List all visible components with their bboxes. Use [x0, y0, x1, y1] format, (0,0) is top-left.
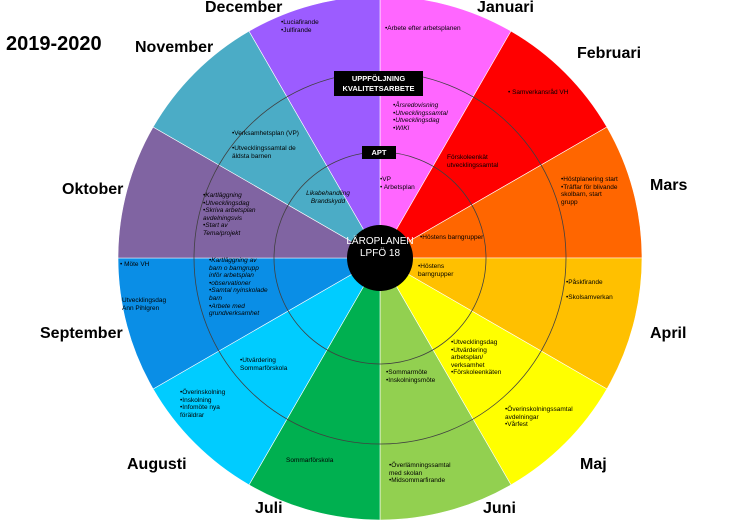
sector-sep — [117, 257, 382, 390]
month-label-okt: Oktober — [62, 181, 124, 198]
month-label-jan: Januari — [477, 0, 534, 16]
sector-jan — [379, 0, 512, 260]
month-label-nov: November — [135, 39, 214, 56]
center-label: LÄROPLANEN LPFÖ 18 — [340, 236, 420, 260]
note-jan-middle: •Årsredovisning •Utvecklingssamtal •Utve… — [393, 102, 448, 132]
sector-mar — [378, 126, 643, 259]
month-label-sep: September — [40, 325, 123, 342]
center-circle — [347, 225, 413, 291]
month-label-apr: April — [650, 325, 687, 342]
month-label-jul: Juli — [255, 500, 283, 517]
note-feb-middle: Förskoleenkät utvecklingssamtal — [447, 154, 499, 169]
note-dec-inner: Likabehandling Brandskydd — [306, 190, 350, 205]
ring-label-apt: APT — [362, 146, 396, 159]
note-sep-outer-devday: Utvecklingsdag Ann Pihlgren — [122, 297, 167, 312]
note-nov-middle: •Verksamhetsplan (VP) •Utvecklingssamtal… — [232, 130, 299, 160]
note-feb-outer: • Samverkansråd VH — [508, 89, 569, 96]
year-title: 2019-2020 — [6, 33, 102, 55]
note-aug-middle: •Utvärdering Sommarförskola — [240, 357, 288, 372]
note-jun-outer: •Överlämningssamtal med skolan •Midsomma… — [389, 462, 451, 485]
month-label-feb: Februari — [577, 45, 642, 62]
sector-jul — [248, 256, 381, 521]
month-sectors — [117, 0, 643, 521]
month-label-aug: Augusti — [127, 456, 187, 473]
note-apr-inner: •Höstens barngrupper — [418, 263, 454, 278]
note-jul-outer: Sommarförskola — [286, 457, 334, 464]
sector-feb — [379, 30, 608, 259]
note-jun-middle: •Sommarmöte •Inskolningsmöte — [386, 369, 436, 384]
note-okt-middle: •Kartläggning •Utvecklingsdag •Skriva ar… — [203, 192, 256, 237]
month-label-mar: Mars — [650, 177, 688, 194]
month-label-dec: December — [205, 0, 283, 16]
sector-nov — [152, 30, 381, 259]
sector-aug — [152, 257, 381, 486]
sector-apr — [378, 257, 643, 390]
month-label-maj: Maj — [580, 456, 607, 473]
note-sep-outer-meeting: • Möte VH — [120, 261, 150, 268]
note-apr-outer: •Påskfirande •Skolsamverkan — [566, 279, 613, 302]
center-label-line2: LPFÖ 18 — [359, 248, 401, 259]
sector-dec — [248, 0, 381, 260]
sector-maj — [379, 257, 608, 486]
ring-label-uppfoljning: UPPFÖLJNING KVALITETSARBETE — [334, 71, 423, 96]
note-dec-outer: •Luciafirande •Julfirande — [281, 19, 319, 34]
note-sep-middle: •Kartläggning av barn o barngrupp inför … — [209, 257, 268, 318]
note-maj-middle: •Utvecklingsdag •Utvärdering arbetsplan/… — [451, 339, 502, 377]
note-jan-outer: •Arbete efter arbetsplanen — [385, 25, 461, 32]
sector-jun — [379, 256, 512, 521]
sector-okt — [117, 126, 382, 259]
month-label-jun: Juni — [483, 500, 516, 517]
note-aug-outer: •Överinskolning •Inskolning •Infomöte ny… — [180, 389, 226, 419]
note-mar-inner: •Höstens barngrupper — [420, 234, 484, 241]
note-mar-outer: •Höstplanering start •Träffar för blivan… — [561, 176, 618, 206]
center-label-line1: LÄROPLANEN — [346, 236, 414, 247]
note-maj-outer: •Överinskolningssamtal avdelningar •Vårf… — [505, 406, 573, 429]
note-jan-inner: •VP • Arbetsplan — [380, 176, 415, 191]
